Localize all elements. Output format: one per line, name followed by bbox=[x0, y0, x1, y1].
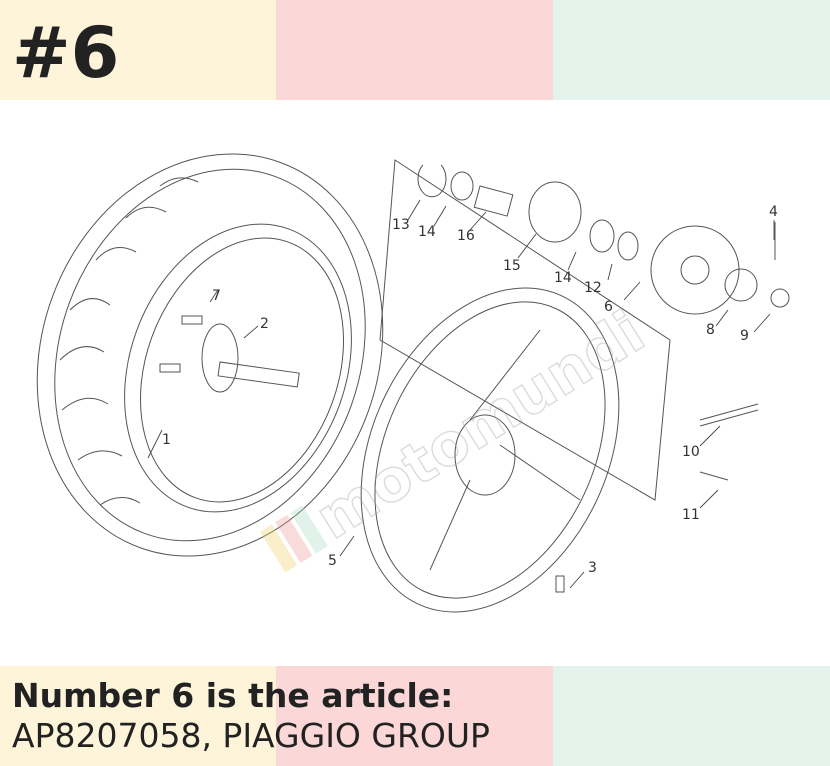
band-mint bbox=[553, 0, 830, 100]
band-yellow-bottom bbox=[0, 666, 276, 766]
watermark: motomundi bbox=[259, 297, 656, 573]
callout-14b: 14 bbox=[554, 270, 572, 286]
callout-14a: 14 bbox=[418, 224, 436, 240]
callout-6: 6 bbox=[604, 299, 613, 315]
axle-drawing bbox=[159, 315, 300, 393]
chain-drawing bbox=[555, 403, 759, 593]
rim-drawing bbox=[360, 287, 620, 613]
tire-drawing bbox=[36, 153, 384, 557]
callout-7: 7 bbox=[212, 288, 221, 304]
callout-4: 4 bbox=[769, 204, 778, 220]
callout-5: 5 bbox=[328, 553, 337, 569]
exploded-parts-diagram: 1 2 3 4 5 6 7 8 9 10 11 12 13 14 14 15 1… bbox=[36, 153, 790, 613]
caption-title: Number 6 is the article: bbox=[12, 676, 454, 715]
band-yellow bbox=[0, 0, 276, 100]
band-mint-bottom bbox=[553, 666, 830, 766]
callout-10: 10 bbox=[682, 444, 700, 460]
band-pink-bottom bbox=[276, 666, 553, 766]
callout-15: 15 bbox=[503, 258, 521, 274]
callout-2: 2 bbox=[260, 316, 269, 332]
callout-13: 13 bbox=[392, 217, 410, 233]
caption-article: AP8207058, PIAGGIO GROUP bbox=[12, 716, 490, 755]
leader-lines bbox=[147, 199, 775, 589]
callout-3: 3 bbox=[588, 560, 597, 576]
hub-parts-drawing bbox=[379, 159, 790, 501]
callout-12: 12 bbox=[584, 280, 602, 296]
band-pink bbox=[276, 0, 553, 100]
watermark-text: motomundi bbox=[304, 298, 656, 553]
callout-16: 16 bbox=[457, 228, 475, 244]
item-number: #6 bbox=[12, 12, 120, 94]
footer-band bbox=[0, 666, 830, 766]
callout-9: 9 bbox=[740, 328, 749, 344]
callout-8: 8 bbox=[706, 322, 715, 338]
callout-11: 11 bbox=[682, 507, 700, 523]
callout-1: 1 bbox=[162, 432, 171, 448]
header-band bbox=[0, 0, 830, 100]
